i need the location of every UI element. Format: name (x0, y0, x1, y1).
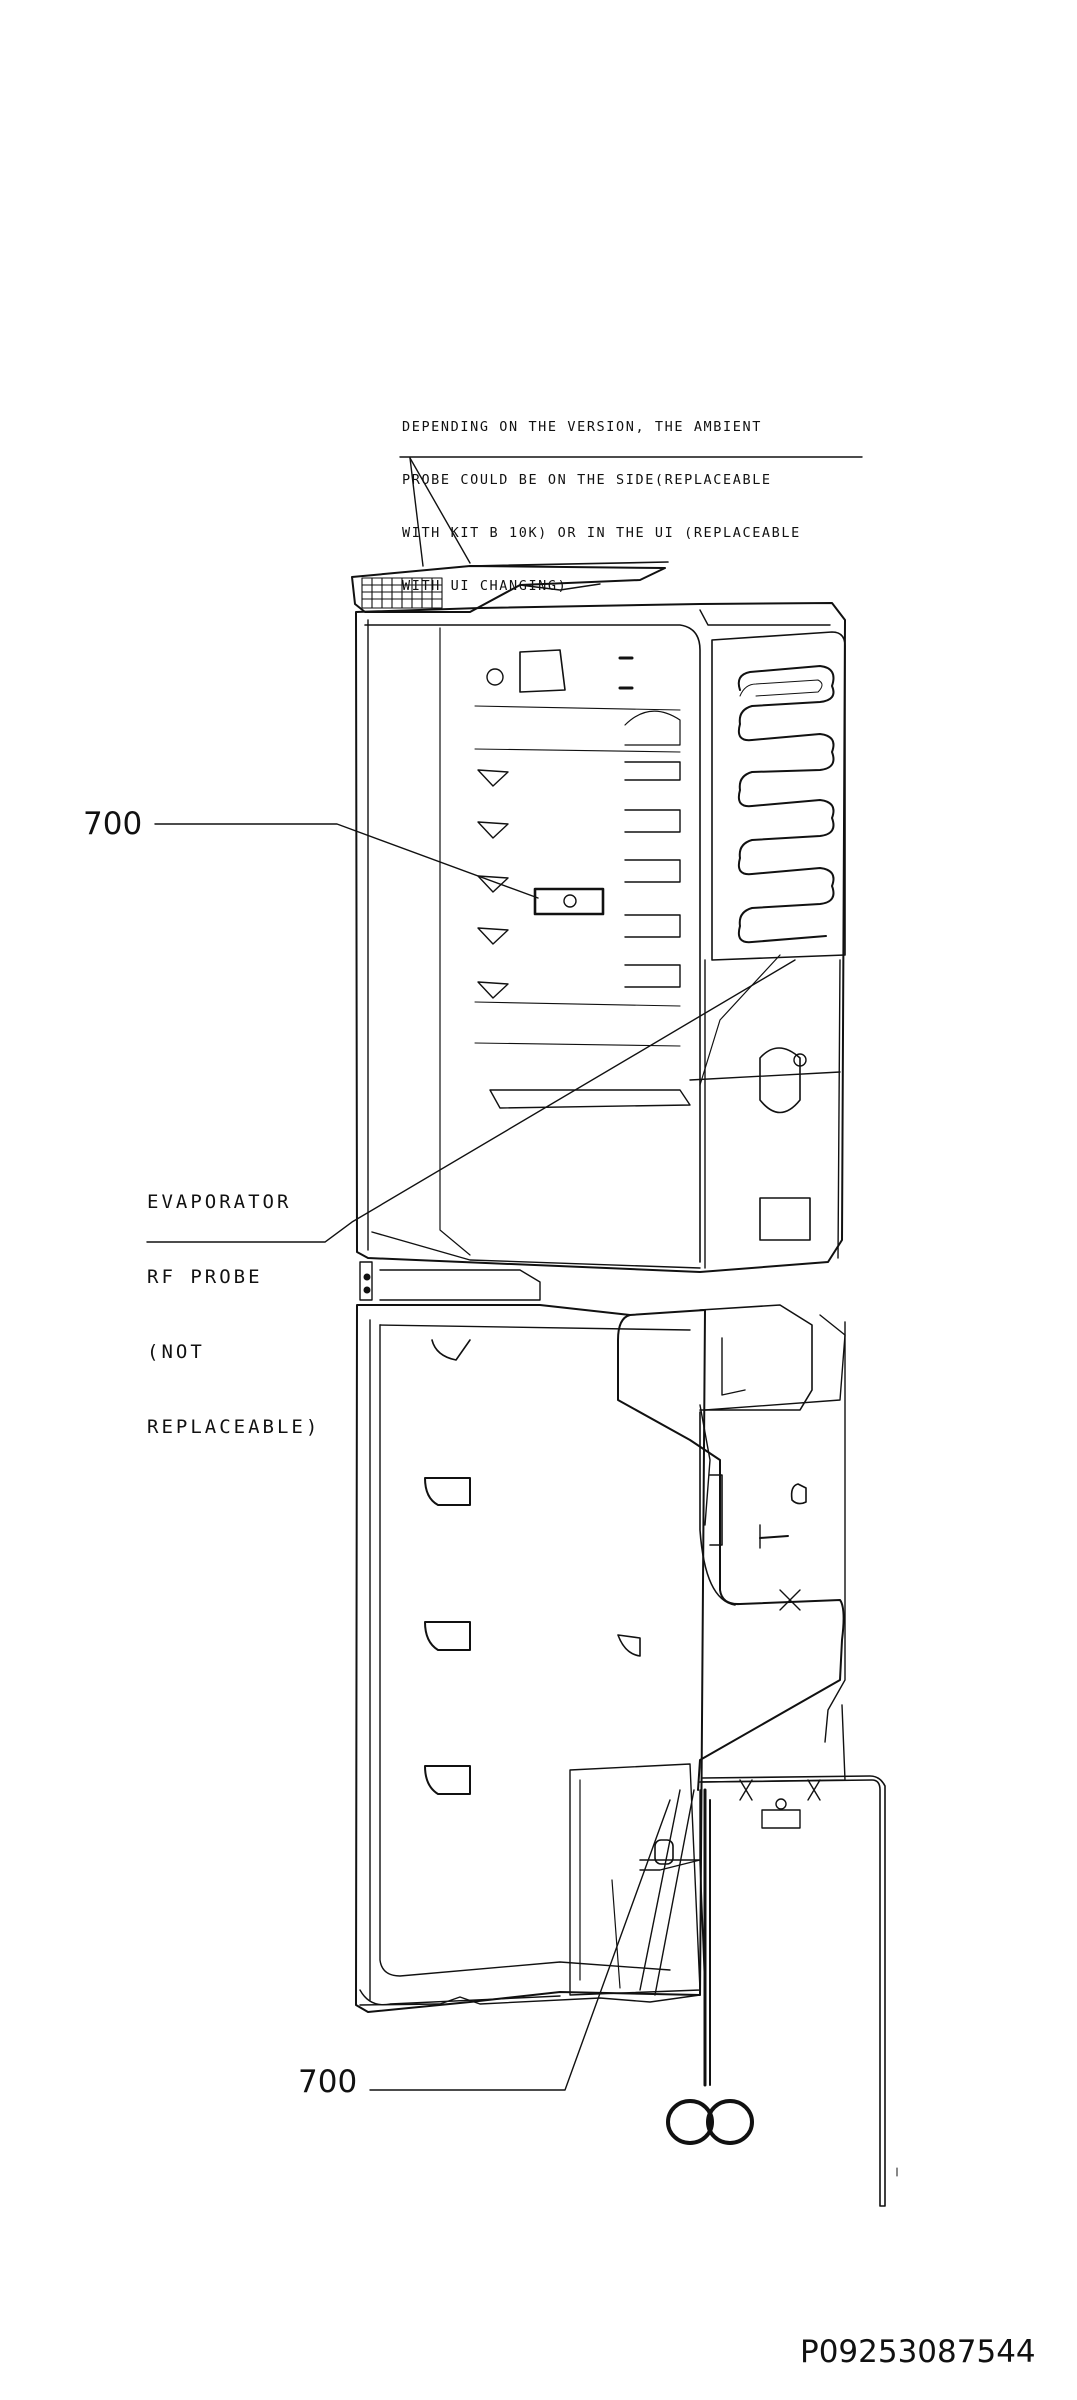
ambient-probe-note: DEPENDING ON THE VERSION, THE AMBIENT PR… (402, 384, 801, 613)
reference-number-bottom: 700 (298, 2064, 358, 2100)
sensor-housing-700-top (533, 887, 605, 916)
ambient-probe-grill (361, 577, 443, 609)
fridge-compartment (355, 602, 846, 1273)
evaporator-note-line-4: REPLACEABLE) (147, 1416, 321, 1438)
reference-number-top: 700 (83, 806, 143, 842)
freezer-compartment (355, 1304, 706, 2013)
evaporator-coil (689, 631, 846, 1269)
ambient-note-leaders (399, 456, 863, 567)
evaporator-note-line-1: EVAPORATOR (147, 1191, 292, 1213)
evaporator-note-line-3: (NOT (147, 1341, 205, 1363)
compartment-divider (359, 1261, 541, 1301)
ambient-note-line-4: WITH UI CHANGING) (402, 577, 568, 594)
sensor-700-bottom (611, 1788, 754, 2145)
ambient-note-line-3: WITH KIT B 10K) OR IN THE UI (REPLACEABL… (402, 524, 801, 541)
rear-piping (617, 1304, 898, 2207)
part-number: P09253087544 (800, 2334, 1036, 2370)
ambient-note-line-2: PROBE COULD BE ON THE SIDE(REPLACEABLE (402, 471, 772, 488)
evaporator-probe-note: EVAPORATOR RF PROBE (NOT REPLACEABLE) (147, 1140, 320, 1465)
callout-leaders (146, 823, 796, 2091)
evaporator-note-line-2: RF PROBE (147, 1266, 263, 1288)
top-control-panel (351, 561, 669, 613)
ambient-note-line-1: DEPENDING ON THE VERSION, THE AMBIENT (402, 419, 762, 436)
